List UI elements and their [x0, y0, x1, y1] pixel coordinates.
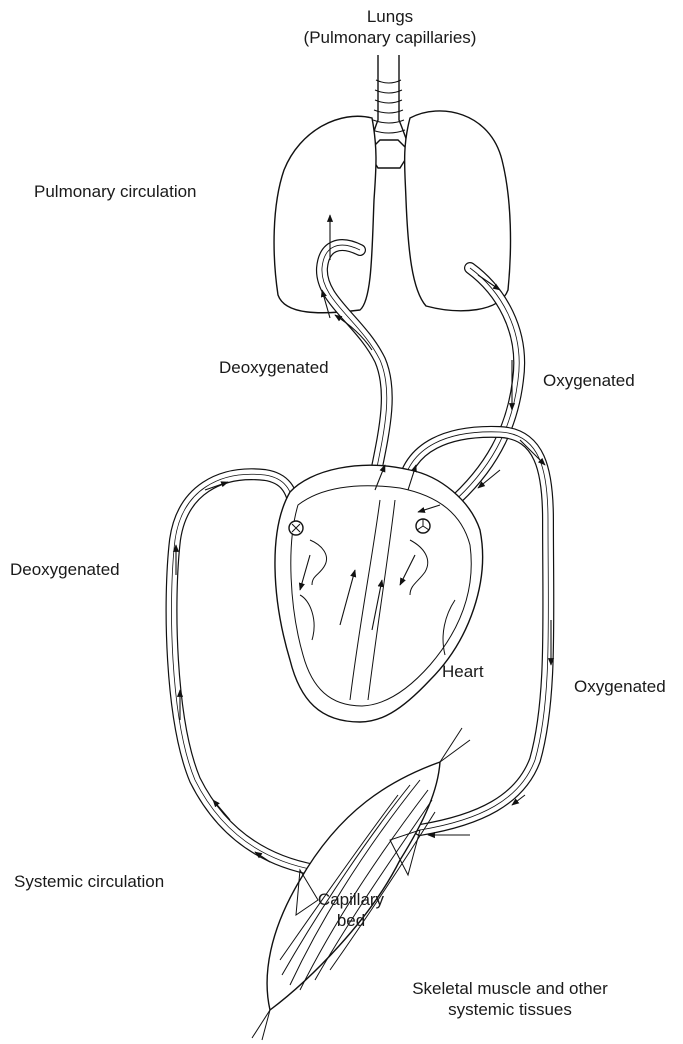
capillary-bed-line1: Capillary	[311, 889, 391, 910]
systemic-circulation-label: Systemic circulation	[14, 871, 164, 892]
pulmonary-circulation-label: Pulmonary circulation	[34, 181, 197, 202]
tissues-label-line1: Skeletal muscle and other	[380, 978, 640, 999]
tissues-label-line2: systemic tissues	[380, 999, 640, 1020]
deoxygenated-systemic-label: Deoxygenated	[10, 559, 120, 580]
oxygenated-systemic-label: Oxygenated	[574, 676, 666, 697]
oxygenated-pulmonary-label: Oxygenated	[543, 370, 635, 391]
right-lung	[405, 111, 511, 311]
lungs-label-line2: (Pulmonary capillaries)	[270, 27, 510, 48]
capillary-bed-label: Capillary bed	[311, 889, 391, 931]
tissues-label: Skeletal muscle and other systemic tissu…	[380, 978, 640, 1020]
heart-label: Heart	[442, 661, 484, 682]
deoxygenated-pulmonary-label: Deoxygenated	[219, 357, 329, 378]
capillary-bed-line2: bed	[311, 910, 391, 931]
lungs-label-line1: Lungs	[270, 6, 510, 27]
lungs-label: Lungs (Pulmonary capillaries)	[270, 6, 510, 48]
